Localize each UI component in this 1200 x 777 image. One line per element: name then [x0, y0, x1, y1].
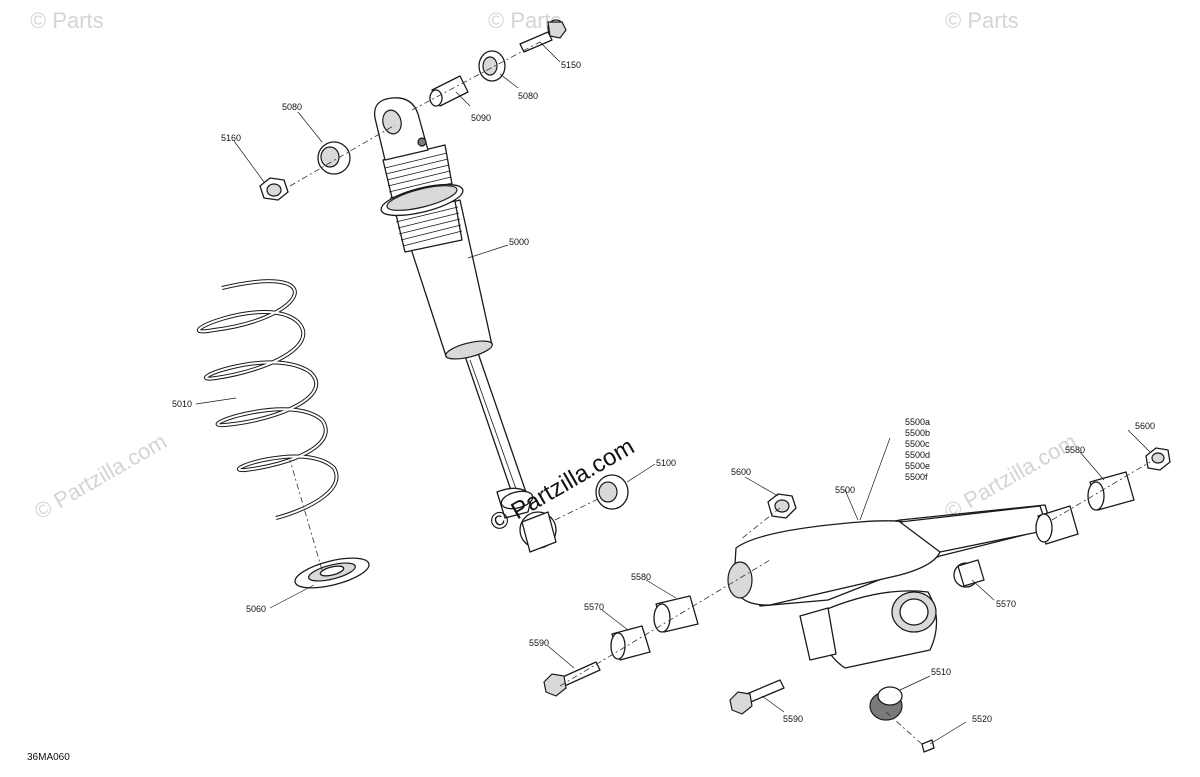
bushing-5580-left[interactable]	[653, 595, 699, 633]
callout-5500-variant: 5500f	[905, 472, 928, 482]
watermark-top-left: © Parts	[30, 8, 104, 33]
coil-spring[interactable]	[196, 279, 339, 520]
callout-5580-right: 5580	[1065, 445, 1085, 455]
adjuster-5510[interactable]	[869, 686, 903, 721]
shock-absorber[interactable]	[373, 97, 535, 519]
lower-shock-axis	[554, 497, 601, 521]
sleeve-5090[interactable]	[429, 75, 469, 107]
spring-seat[interactable]	[292, 552, 372, 594]
bushing-5570-right[interactable]	[953, 559, 985, 588]
callout-5090: 5090	[471, 113, 491, 123]
callout-5580-left: 5580	[631, 572, 651, 582]
watermark-left: © Partzilla.com	[30, 429, 171, 525]
nut-5160[interactable]	[259, 177, 289, 201]
callout-5100: 5100	[656, 458, 676, 468]
nut-5600-right[interactable]	[1145, 447, 1171, 471]
bushing-5080-top[interactable]	[478, 50, 506, 82]
nut-axis-left	[739, 507, 781, 541]
figure-code: 36MA060	[27, 752, 70, 763]
bushing-5100-pair[interactable]	[519, 474, 629, 553]
bushing-5580-right[interactable]	[1087, 471, 1135, 511]
callout-5520: 5520	[972, 714, 992, 724]
bolt-5150[interactable]	[519, 19, 567, 53]
callout-5080-top: 5080	[518, 91, 538, 101]
lower-pivot-axis	[559, 559, 771, 687]
callout-5150: 5150	[561, 60, 581, 70]
callout-5060: 5060	[246, 604, 266, 614]
callout-5000: 5000	[509, 237, 529, 247]
callout-5500-variant: 5500b	[905, 428, 930, 438]
callout-5600-right: 5600	[1135, 421, 1155, 431]
upper-axis-left	[289, 124, 396, 187]
callout-5570-right: 5570	[996, 599, 1016, 609]
callout-5160: 5160	[221, 133, 241, 143]
callout-5590-left: 5590	[529, 638, 549, 648]
spring-axis	[289, 459, 323, 571]
upper-axis-right	[411, 41, 541, 111]
leader-lines	[195, 41, 1151, 745]
callout-5500-variant: 5500d	[905, 450, 930, 460]
screw-5520[interactable]	[921, 739, 935, 753]
callout-5570-left: 5570	[584, 602, 604, 612]
bushing-5580-swingarm[interactable]	[1035, 505, 1079, 545]
callout-5010: 5010	[172, 399, 192, 409]
bolt-5590-left[interactable]	[543, 661, 601, 697]
callout-5600-left: 5600	[731, 467, 751, 477]
callout-5590-right: 5590	[783, 714, 803, 724]
callout-5510: 5510	[931, 667, 951, 677]
callout-5500-variant: 5500e	[905, 461, 930, 471]
swing-arm[interactable]	[727, 504, 1053, 669]
callout-5080-left: 5080	[282, 102, 302, 112]
watermark-top-right: © Parts	[945, 8, 1019, 33]
callout-5500-variants: 5500a 5500b 5500c 5500d 5500e 5500f	[905, 417, 930, 482]
bolt-5590-right[interactable]	[729, 679, 785, 715]
bushing-5080-left[interactable]	[317, 141, 351, 175]
upper-pivot-axis	[1051, 461, 1151, 521]
adjuster-axis	[885, 711, 925, 747]
callout-5500-variant: 5500c	[905, 439, 930, 449]
bushing-5570-left[interactable]	[610, 625, 651, 661]
callout-5500: 5500	[835, 485, 855, 495]
callout-5500-variant: 5500a	[905, 417, 930, 427]
